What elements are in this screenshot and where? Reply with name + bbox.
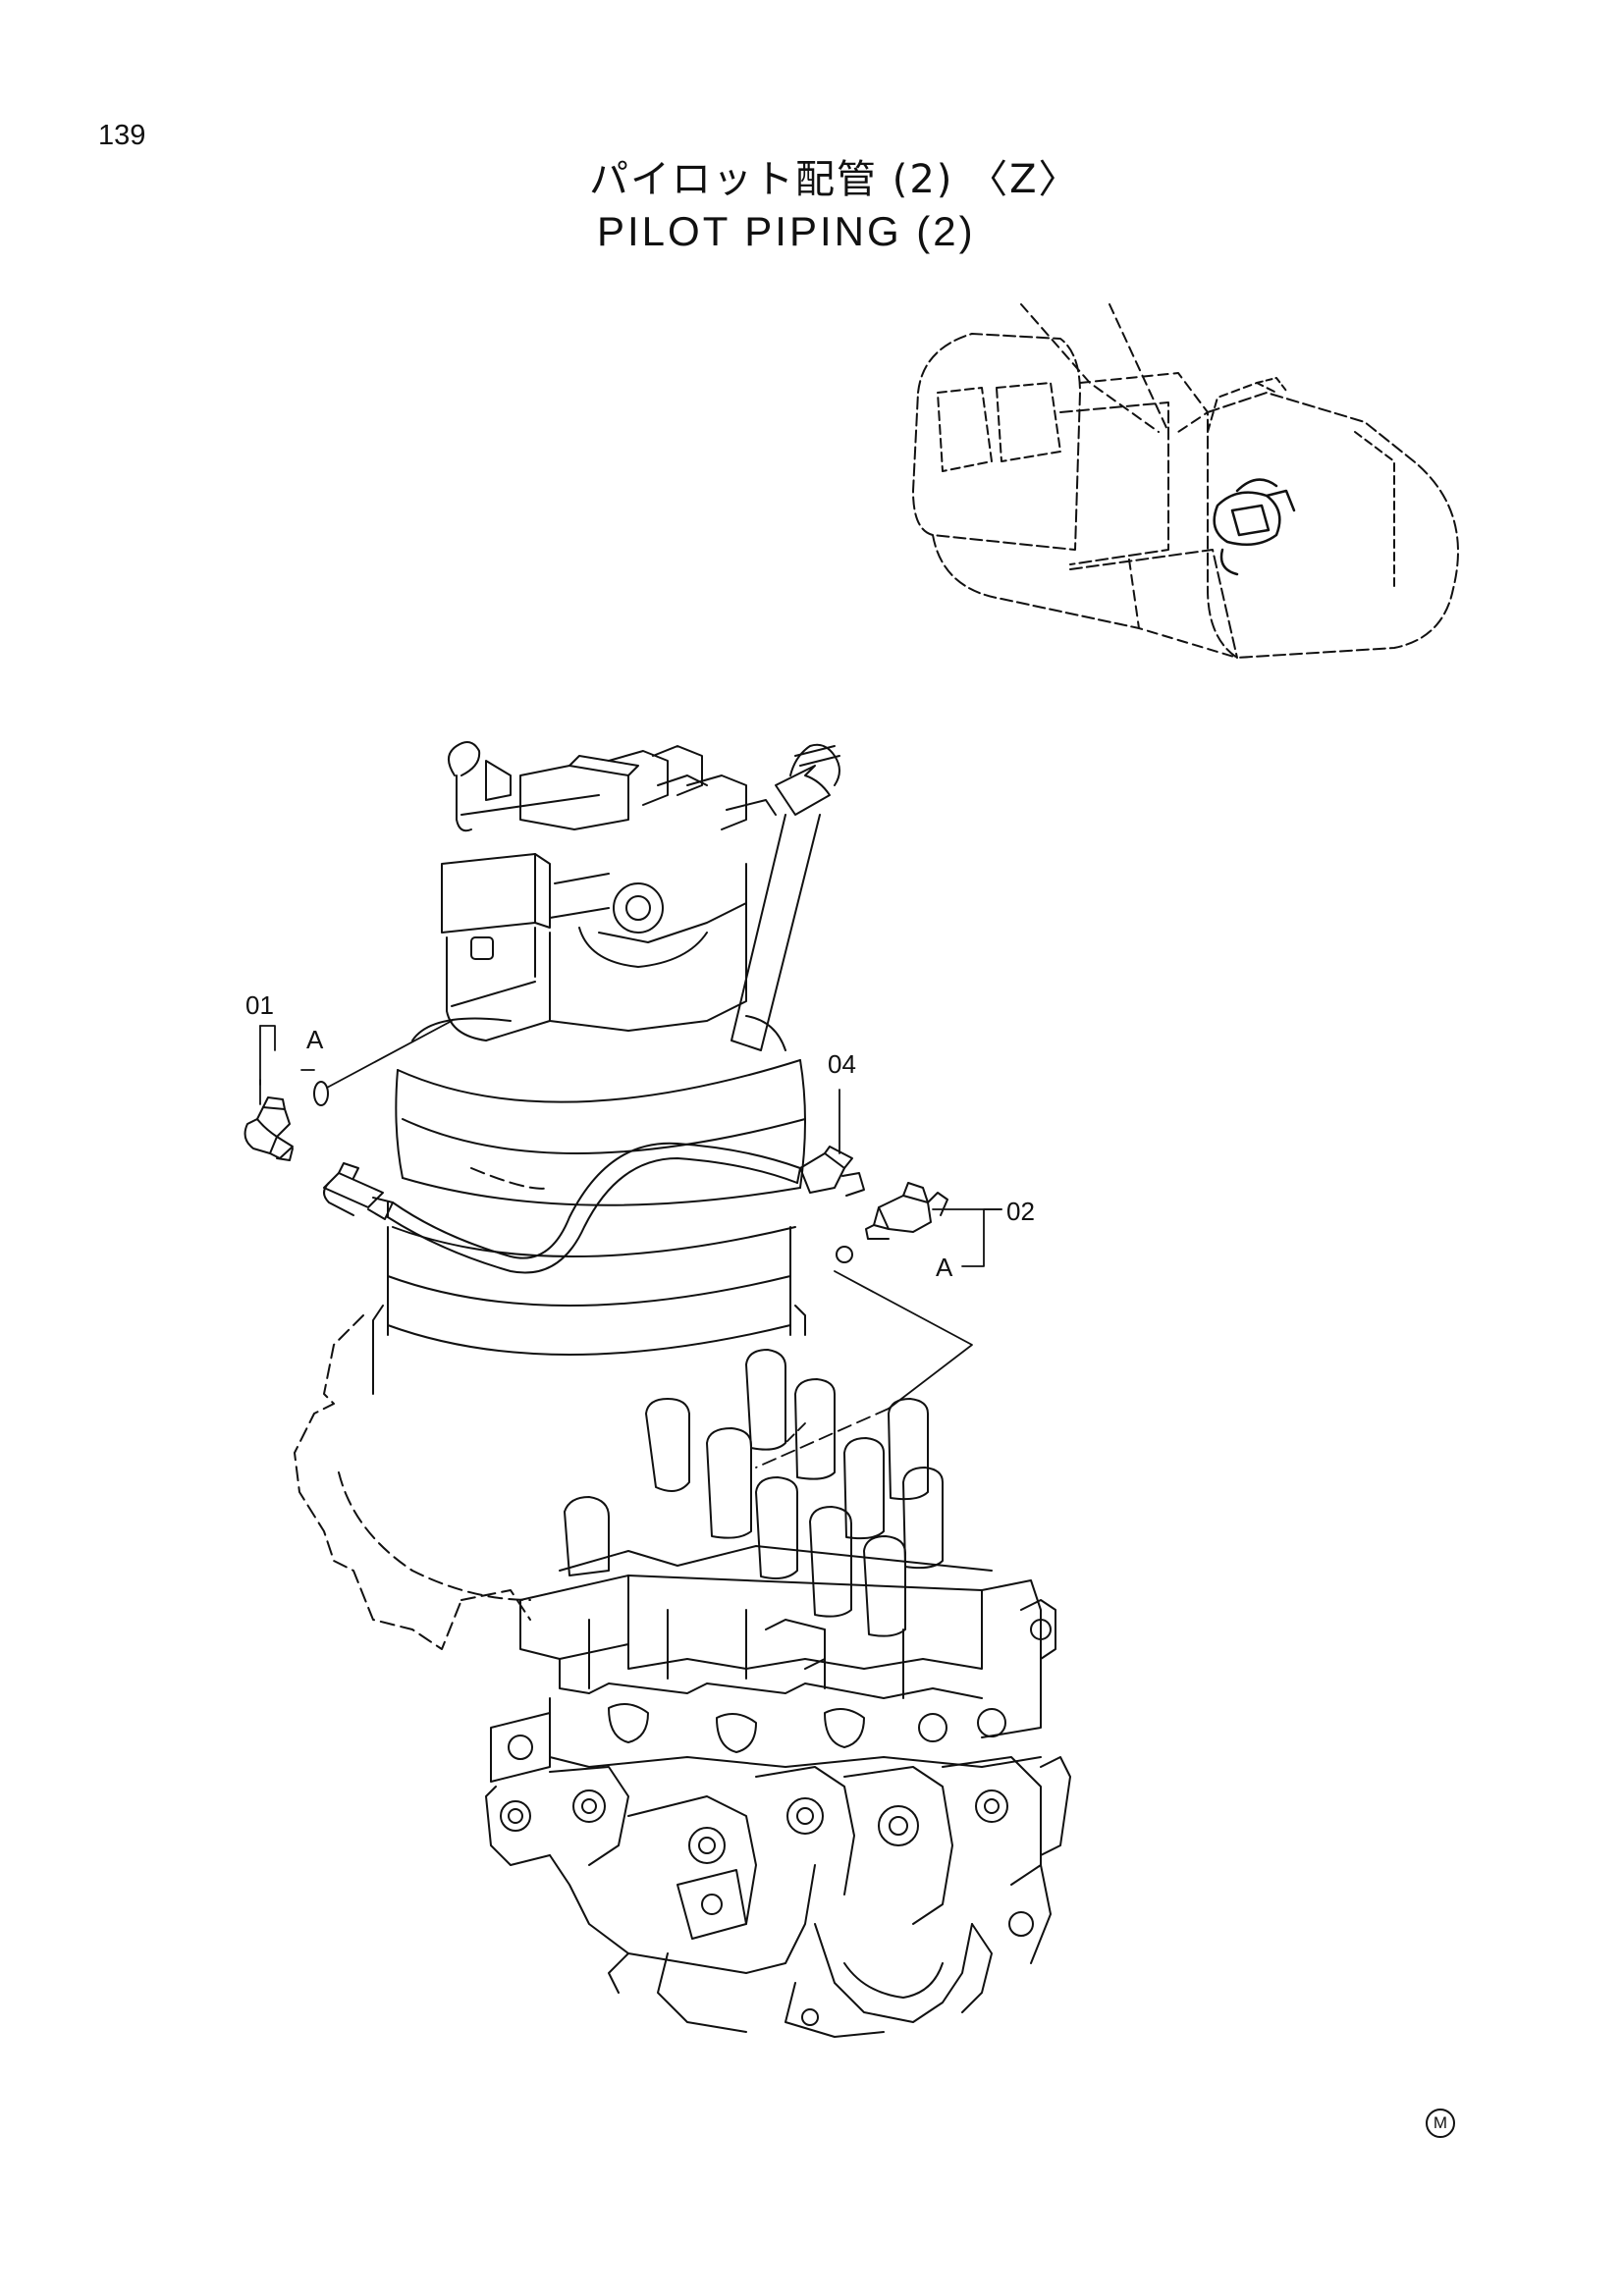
elbow-fitting-01 bbox=[243, 1096, 294, 1161]
callout-a-left: A bbox=[306, 1025, 324, 1054]
elbow-fitting-02 bbox=[865, 1182, 948, 1240]
callout-01: 01 bbox=[245, 990, 274, 1020]
motor-base-flange bbox=[294, 1314, 531, 1650]
control-valve bbox=[485, 1349, 1071, 2038]
page-number: 139 bbox=[98, 120, 146, 151]
pilot-hose bbox=[323, 1142, 865, 1274]
callout-02: 02 bbox=[1006, 1197, 1035, 1226]
swing-motor bbox=[372, 741, 840, 1395]
page-title-japanese: パイロット配管 (2) 〈Z〉 bbox=[589, 157, 1080, 202]
o-ring-left bbox=[313, 1081, 329, 1106]
manufacturer-mark-icon: M bbox=[1426, 2109, 1455, 2138]
excavator-overview-inset bbox=[912, 303, 1459, 659]
callout-04: 04 bbox=[828, 1049, 856, 1079]
page-title-english: PILOT PIPING (2) bbox=[597, 208, 976, 254]
callout-leaders bbox=[259, 1020, 1002, 1468]
callout-a-right: A bbox=[936, 1253, 953, 1282]
o-ring-right bbox=[836, 1246, 853, 1263]
